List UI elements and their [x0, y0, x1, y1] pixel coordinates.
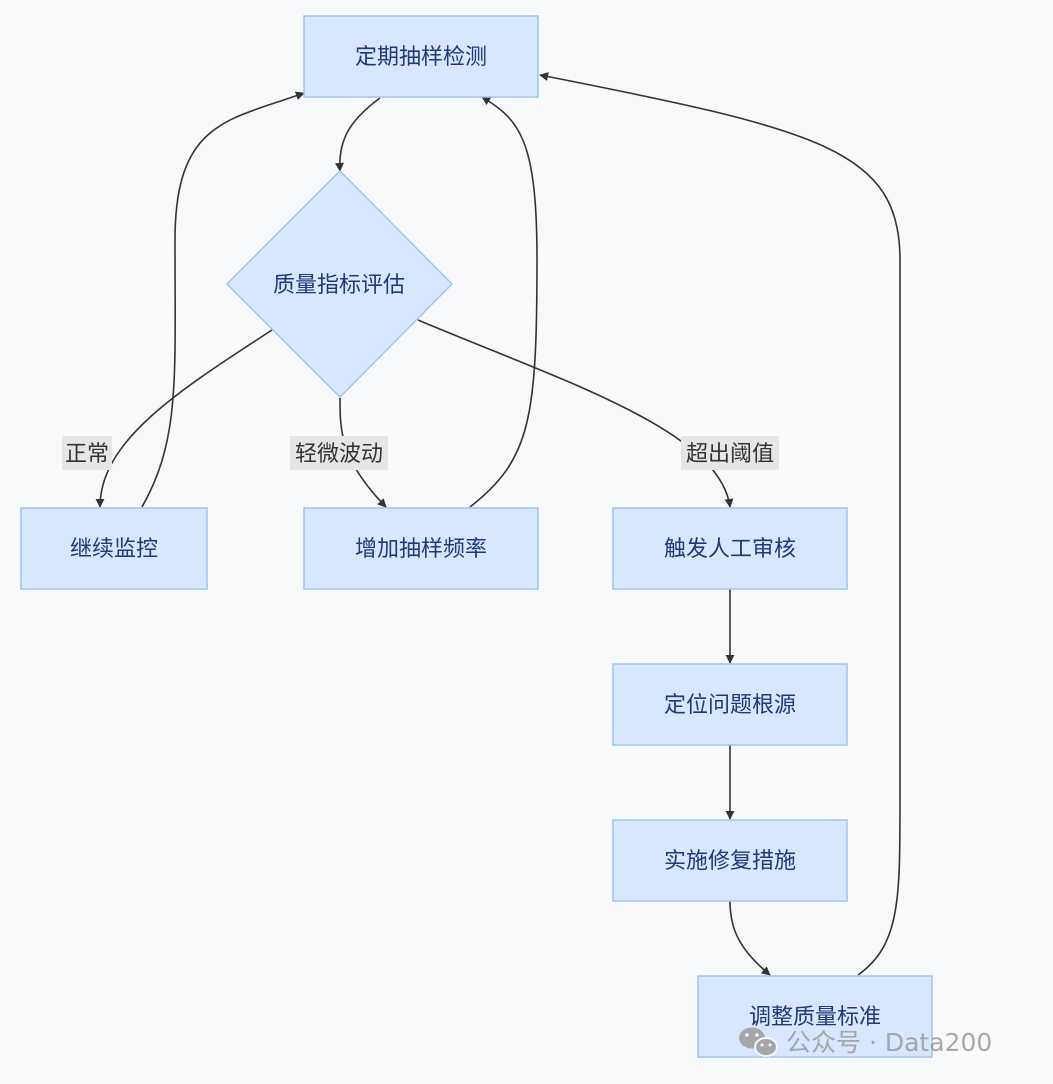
node-review-label: 触发人工审核 — [664, 537, 796, 562]
edge-evaluate-to-review — [417, 319, 734, 508]
node-fix-label: 实施修复措施 — [664, 849, 796, 874]
edge-continue-to-sampling — [141, 91, 305, 508]
node-review[interactable]: 触发人工审核 — [612, 507, 848, 590]
node-locate-label: 定位问题根源 — [664, 693, 796, 718]
edge-label-minor-text: 轻微波动 — [295, 442, 383, 467]
node-adjust[interactable]: 调整质量标准 — [697, 975, 933, 1058]
node-evaluate-label: 质量指标评估 — [273, 273, 405, 298]
wechat-icon — [739, 1027, 778, 1057]
edge-sampling-to-evaluate — [334, 97, 381, 172]
edge-label-exceed: 超出阈值 — [681, 436, 779, 470]
node-adjust-label: 调整质量标准 — [749, 1005, 881, 1030]
edge-fix-to-adjust — [729, 900, 771, 976]
edge-increase-to-sampling — [469, 96, 538, 508]
edge-label-minor: 轻微波动 — [290, 436, 388, 470]
node-locate[interactable]: 定位问题根源 — [612, 663, 848, 746]
node-continue-label: 继续监控 — [70, 537, 158, 562]
node-increase[interactable]: 增加抽样频率 — [303, 507, 539, 590]
edge-label-exceed-text: 超出阈值 — [686, 442, 774, 467]
node-continue[interactable]: 继续监控 — [20, 507, 208, 590]
edge-label-normal: 正常 — [62, 436, 112, 470]
node-increase-label: 增加抽样频率 — [355, 537, 487, 562]
node-sampling[interactable]: 定期抽样检测 — [303, 15, 539, 98]
node-sampling-label: 定期抽样检测 — [355, 45, 487, 70]
edge-label-normal-text: 正常 — [65, 442, 109, 467]
edges — [95, 72, 901, 976]
edge-adjust-to-sampling — [539, 72, 901, 976]
watermark-text: 公众号 · Data200 — [786, 1028, 992, 1057]
watermark: 公众号 · Data200 — [739, 1027, 992, 1057]
node-fix[interactable]: 实施修复措施 — [612, 819, 848, 902]
node-evaluate[interactable]: 质量指标评估 — [225, 169, 454, 399]
edge-evaluate-to-continue — [95, 329, 273, 508]
